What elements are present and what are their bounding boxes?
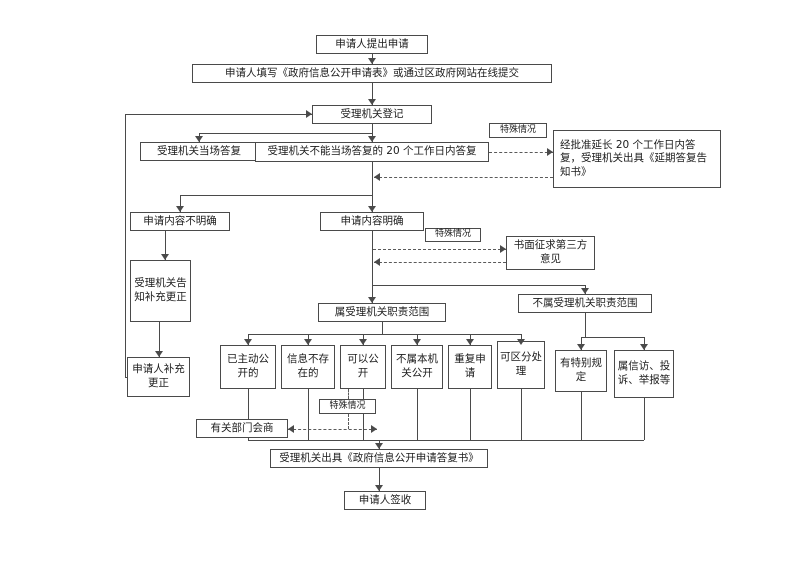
arrowhead-down xyxy=(413,339,421,345)
tag-special-case-3: 特殊情况 xyxy=(319,399,376,414)
flow-line xyxy=(470,389,471,440)
node-petition-complaint: 属信访、投诉、举报等 xyxy=(614,350,674,398)
flow-line xyxy=(581,337,582,350)
node-submit-application: 申请人提出申请 xyxy=(316,35,428,54)
node-content-clear: 申请内容明确 xyxy=(320,212,424,231)
arrowhead-down xyxy=(640,344,648,350)
arrowhead-down xyxy=(577,344,585,350)
node-within-scope: 属受理机关职责范围 xyxy=(318,303,446,322)
arrowhead-down xyxy=(176,206,184,212)
flow-line xyxy=(165,231,166,260)
flow-line xyxy=(644,398,645,440)
arrowhead-down xyxy=(368,99,376,105)
flow-line xyxy=(308,389,309,440)
node-content-unclear: 申请内容不明确 xyxy=(130,212,230,231)
flow-line xyxy=(372,83,373,105)
flow-line xyxy=(382,322,383,334)
flow-line-dashed xyxy=(374,177,553,178)
arrowhead-down xyxy=(304,339,312,345)
flow-line xyxy=(585,313,586,337)
node-separable-handling: 可区分处理 xyxy=(497,341,545,389)
arrowhead-left xyxy=(288,425,294,433)
node-can-disclose: 可以公开 xyxy=(340,345,386,389)
arrowhead-down xyxy=(517,339,525,345)
node-repeated-application: 重复申请 xyxy=(448,345,492,389)
flow-line xyxy=(372,285,585,286)
flow-line-feedback xyxy=(125,377,127,378)
flow-line xyxy=(372,162,373,195)
flow-line-dashed xyxy=(348,414,349,429)
arrowhead-left xyxy=(374,173,380,181)
flow-line xyxy=(417,389,418,440)
flow-line xyxy=(372,124,373,142)
node-extension-notice: 经批准延长 20 个工作日内答复，受理机关出具《延期答复告知书》 xyxy=(553,130,721,188)
flow-line xyxy=(372,231,373,303)
flow-line xyxy=(180,195,181,212)
arrowhead-down xyxy=(155,351,163,357)
flow-line-dashed xyxy=(374,262,506,263)
arrowhead-down xyxy=(368,136,376,142)
flow-line xyxy=(248,334,521,335)
arrowhead-down xyxy=(161,254,169,260)
tag-special-case-1: 特殊情况 xyxy=(489,123,547,138)
arrowhead-right xyxy=(547,148,553,156)
arrowhead-down xyxy=(195,136,203,142)
flow-line xyxy=(372,195,373,212)
node-notify-supplement-correction: 受理机关告知补充更正 xyxy=(130,260,191,322)
arrowhead-right xyxy=(306,110,312,118)
node-applicant-supplement-correction: 申请人补充更正 xyxy=(127,357,190,397)
flow-line xyxy=(363,389,364,440)
node-department-consultation: 有关部门会商 xyxy=(196,419,288,438)
node-third-party-opinion: 书面征求第三方意见 xyxy=(506,236,595,270)
flow-line xyxy=(379,468,380,491)
flow-line xyxy=(180,195,372,196)
flow-line xyxy=(581,392,582,440)
node-outside-scope: 不属受理机关职责范围 xyxy=(518,294,652,313)
node-already-disclosed: 已主动公开的 xyxy=(220,345,276,389)
flow-line-dashed xyxy=(489,152,553,153)
flow-line-feedback xyxy=(125,114,312,115)
flow-line-dashed xyxy=(348,389,349,399)
flow-line xyxy=(521,389,522,440)
arrowhead-down xyxy=(581,288,589,294)
node-reply-within-20-days: 受理机关不能当场答复的 20 个工作日内答复 xyxy=(255,142,489,162)
flow-line xyxy=(248,389,249,440)
node-fill-application-form: 申请人填写《政府信息公开申请表》或通过区政府网站在线提交 xyxy=(192,64,552,83)
arrowhead-down xyxy=(244,339,252,345)
arrowhead-down xyxy=(359,339,367,345)
tag-special-case-2: 特殊情况 xyxy=(425,228,481,242)
node-authority-registration: 受理机关登记 xyxy=(312,105,432,124)
arrowhead-down xyxy=(375,443,383,449)
flow-line xyxy=(199,133,372,134)
arrowhead-right xyxy=(500,245,506,253)
flow-line-dashed xyxy=(373,249,506,250)
node-onspot-reply: 受理机关当场答复 xyxy=(140,142,258,161)
arrowhead-down xyxy=(368,206,376,212)
arrowhead-down xyxy=(375,485,383,491)
node-reply-document: 受理机关出具《政府信息公开申请答复书》 xyxy=(270,449,488,468)
node-sign-receipt: 申请人签收 xyxy=(344,491,426,510)
flow-line xyxy=(159,322,160,357)
flow-line-feedback xyxy=(125,114,126,377)
arrowhead-right xyxy=(371,425,377,433)
flow-line-dashed xyxy=(288,429,377,430)
node-info-not-exist: 信息不存在的 xyxy=(281,345,335,389)
arrowhead-down xyxy=(368,58,376,64)
arrowhead-down xyxy=(368,297,376,303)
flow-line xyxy=(581,337,644,338)
node-special-provisions: 有特别规定 xyxy=(555,350,607,392)
flow-line-merge xyxy=(248,440,644,441)
arrowhead-down xyxy=(466,339,474,345)
arrowhead-left xyxy=(374,258,380,266)
flow-line xyxy=(644,337,645,350)
node-not-this-authority: 不属本机关公开 xyxy=(391,345,443,389)
